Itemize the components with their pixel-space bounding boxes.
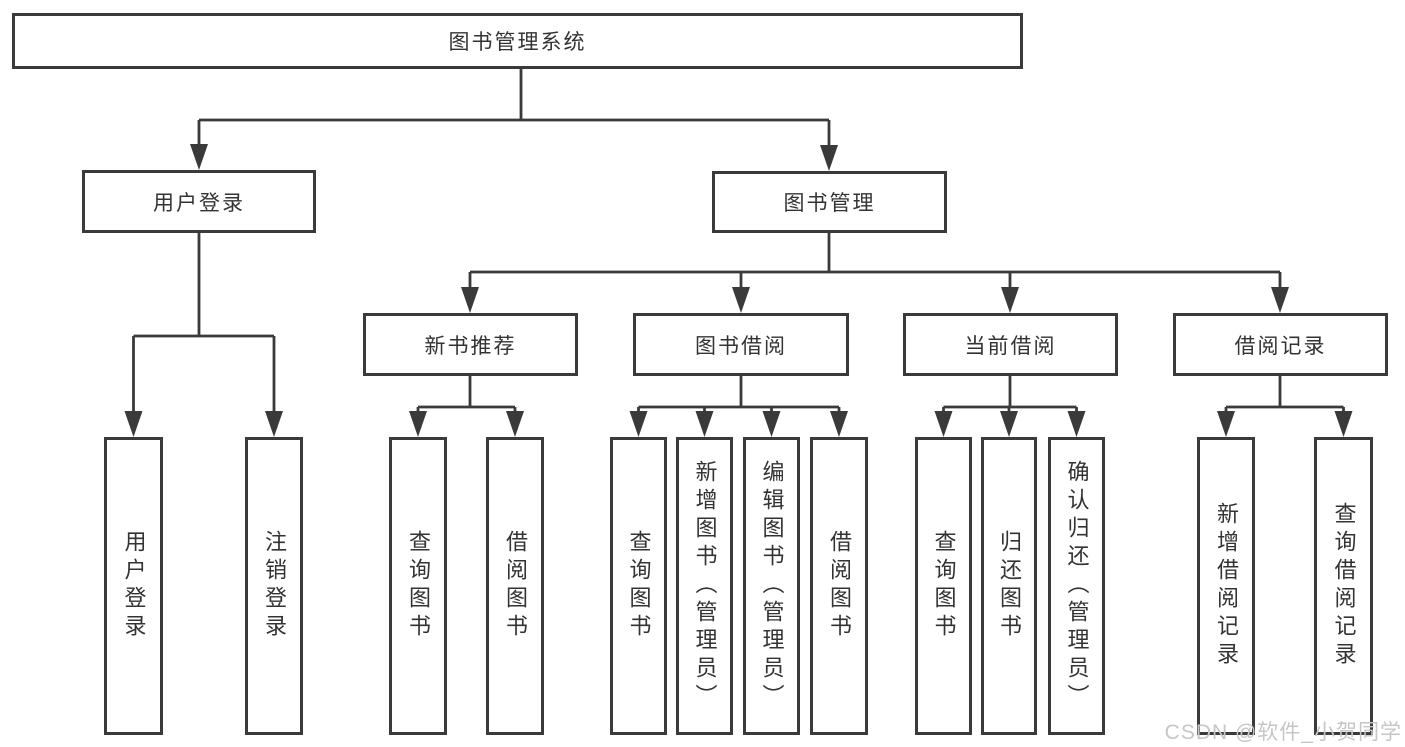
node-root-label: 图书管理系统 bbox=[448, 31, 587, 54]
leaf-user-login-label: 用户登录 bbox=[121, 530, 147, 642]
node-book-management: 图书管理 bbox=[712, 171, 947, 233]
node-user-login-label: 用户登录 bbox=[153, 191, 245, 215]
leaf-query-books-recommend: 查询图书 bbox=[389, 437, 447, 735]
leaf-confirm-return-admin: 确认归还（管理员） bbox=[1048, 437, 1105, 735]
node-borrow-record-label: 借阅记录 bbox=[1234, 334, 1327, 358]
leaf-logout-login: 注销登录 bbox=[245, 437, 303, 735]
leaf-confirm-return-admin-label: 确认归还（管理员） bbox=[1064, 460, 1090, 712]
leaf-add-books-admin-label: 新增图书（管理员） bbox=[692, 460, 718, 712]
leaf-add-books-admin: 新增图书（管理员） bbox=[676, 437, 733, 735]
leaf-query-borrow-record: 查询借阅记录 bbox=[1314, 437, 1373, 735]
node-current-borrow-label: 当前借阅 bbox=[964, 334, 1057, 358]
leaf-query-books-current-label: 查询图书 bbox=[931, 530, 957, 642]
leaf-return-books-label: 归还图书 bbox=[997, 530, 1022, 642]
leaf-logout-login-label: 注销登录 bbox=[262, 530, 287, 642]
leaf-query-books-borrow: 查询图书 bbox=[610, 437, 667, 735]
node-borrow-record: 借阅记录 bbox=[1173, 313, 1388, 376]
node-current-borrow: 当前借阅 bbox=[903, 313, 1118, 376]
leaf-add-borrow-record: 新增借阅记录 bbox=[1197, 437, 1255, 735]
csdn-watermark: CSDN @软件_小贺同学 bbox=[1164, 721, 1402, 744]
node-book-borrow: 图书借阅 bbox=[633, 313, 849, 376]
leaf-edit-books-admin-label: 编辑图书（管理员） bbox=[759, 460, 785, 712]
node-book-borrow-label: 图书借阅 bbox=[695, 334, 787, 358]
leaf-query-books-current: 查询图书 bbox=[915, 437, 972, 735]
leaf-return-books: 归还图书 bbox=[981, 437, 1037, 735]
node-root: 图书管理系统 bbox=[12, 13, 1023, 69]
node-user-login: 用户登录 bbox=[82, 170, 316, 233]
leaf-query-borrow-record-label: 查询借阅记录 bbox=[1331, 502, 1357, 670]
node-new-book-recommend: 新书推荐 bbox=[363, 313, 578, 376]
node-book-management-label: 图书管理 bbox=[783, 192, 876, 215]
node-new-book-recommend-label: 新书推荐 bbox=[424, 334, 517, 358]
leaf-borrow-books-recommend: 借阅图书 bbox=[486, 437, 544, 735]
leaf-edit-books-admin: 编辑图书（管理员） bbox=[743, 437, 800, 735]
leaf-query-books-recommend-label: 查询图书 bbox=[406, 530, 431, 642]
leaf-borrow-books: 借阅图书 bbox=[810, 437, 868, 735]
leaf-borrow-books-label: 借阅图书 bbox=[827, 530, 852, 642]
leaf-query-books-borrow-label: 查询图书 bbox=[626, 530, 652, 642]
leaf-borrow-books-recommend-label: 借阅图书 bbox=[503, 530, 528, 642]
leaf-user-login: 用户登录 bbox=[104, 437, 163, 735]
leaf-add-borrow-record-label: 新增借阅记录 bbox=[1214, 502, 1239, 670]
